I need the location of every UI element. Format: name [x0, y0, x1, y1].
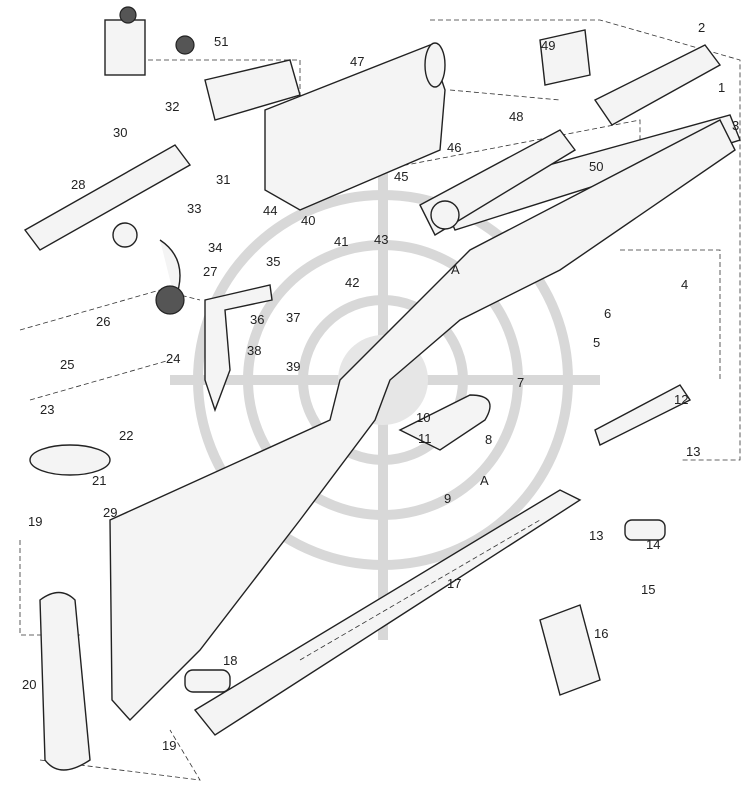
part-label: 25: [60, 357, 74, 372]
part-label: 39: [286, 359, 300, 374]
receiver: [264, 42, 446, 211]
part-label: 3: [732, 118, 739, 133]
sling: [193, 489, 582, 736]
part-label: A: [480, 473, 489, 488]
part-label: 43: [374, 232, 388, 247]
part-label: 21: [92, 473, 106, 488]
part-label: 7: [517, 375, 524, 390]
part-label: 20: [22, 677, 36, 692]
part-label: 28: [71, 177, 85, 192]
part-label: 30: [113, 125, 127, 140]
trigger-guard: [398, 394, 491, 451]
part-label: 5: [593, 335, 600, 350]
part-label: 12: [674, 392, 688, 407]
part-label: 46: [447, 140, 461, 155]
part-label: 15: [641, 582, 655, 597]
part-label: 22: [119, 428, 133, 443]
part-label: 24: [166, 351, 180, 366]
part-label: 10: [416, 410, 430, 425]
part-label: 31: [216, 172, 230, 187]
magazine: [539, 604, 601, 696]
sling-swivel: [184, 519, 666, 693]
part-label: 2: [698, 20, 705, 35]
part-label: 45: [394, 169, 408, 184]
part-label: A: [451, 262, 460, 277]
part-label: 19: [162, 738, 176, 753]
part-label: 11: [418, 431, 432, 446]
assembly-lines: [19, 19, 741, 781]
part-label: 13: [686, 444, 700, 459]
floor-plate: [594, 384, 692, 446]
part-label: 48: [509, 109, 523, 124]
part-label: 26: [96, 314, 110, 329]
front-sight: [29, 444, 111, 476]
stock: [109, 119, 736, 722]
part-label: 19: [28, 514, 42, 529]
part-label: 6: [604, 306, 611, 321]
part-label: 29: [103, 505, 117, 520]
part-label: 18: [223, 653, 237, 668]
part-label: 14: [646, 537, 660, 552]
part-label: 36: [250, 312, 264, 327]
part-labels: 1 2 3 4 5 6 7 8 9 10 11 12 13 13 14 15 1…: [22, 20, 739, 753]
part-label: 8: [485, 432, 492, 447]
part-label: 37: [286, 310, 300, 325]
part-label: 4: [681, 277, 688, 292]
trigger: [204, 284, 273, 413]
part-label: 50: [589, 159, 603, 174]
part-label: 49: [541, 38, 555, 53]
part-label: 51: [214, 34, 228, 49]
buttplate: [39, 591, 91, 771]
part-label: 23: [40, 402, 54, 417]
bolt: [23, 144, 192, 315]
part-label: 27: [203, 264, 217, 279]
part-label: 38: [247, 343, 261, 358]
part-label: 35: [266, 254, 280, 269]
part-label: 1: [718, 80, 725, 95]
part-label: 16: [594, 626, 608, 641]
barrel: [419, 44, 741, 236]
part-label: 42: [345, 275, 359, 290]
rear-sight: [104, 6, 301, 121]
part-label: 41: [334, 234, 348, 249]
part-label: 34: [208, 240, 222, 255]
part-label: 47: [350, 54, 364, 69]
part-label: 32: [165, 99, 179, 114]
part-label: 17: [447, 576, 461, 591]
part-label: 13: [589, 528, 603, 543]
part-label: 33: [187, 201, 201, 216]
magazine-box: [539, 29, 591, 86]
part-label: 44: [263, 203, 277, 218]
part-label: 40: [301, 213, 315, 228]
part-label: 9: [444, 491, 451, 506]
